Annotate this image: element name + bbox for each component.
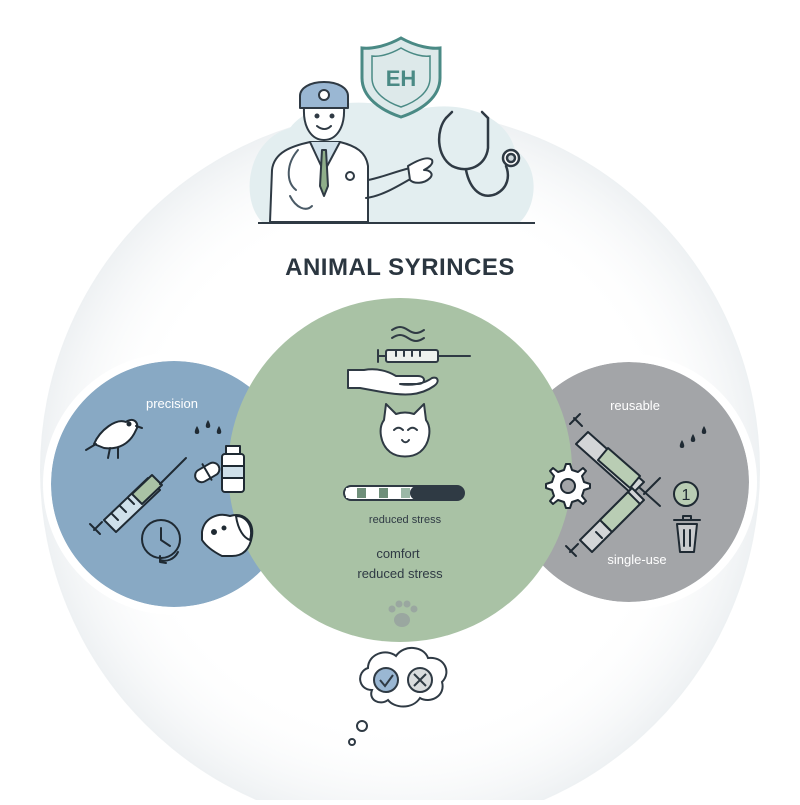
stress-bar-segment (390, 488, 399, 498)
stress-bar-segment (346, 488, 355, 498)
pill-icon (194, 461, 221, 484)
stress-bar-segment (368, 488, 377, 498)
stress-bar-segments (346, 488, 410, 498)
paw-icon (388, 600, 418, 627)
comfort-text: comfort (376, 546, 420, 561)
hand-icon (347, 368, 439, 396)
stress-bar-segment (401, 488, 410, 498)
stress-bar-label: reduced stress (368, 514, 442, 526)
waves-icon (391, 326, 425, 342)
clock-icon (141, 519, 181, 564)
single-use-label: single-use (607, 552, 667, 567)
drops-icon (194, 420, 222, 434)
vial-icon (221, 445, 245, 493)
center-icons (347, 326, 471, 627)
number-badge: 1 (673, 481, 699, 507)
left-icons (85, 418, 254, 564)
page-title: ANIMAL SYRINCES (285, 254, 515, 281)
drops-icon (679, 426, 707, 448)
syringe-icon (565, 477, 661, 557)
veterinarian-icon (269, 81, 434, 223)
badge-number: 1 (682, 487, 691, 504)
reduced-stress-text: reduced stress (357, 566, 443, 581)
shield-icon: EH (360, 36, 442, 119)
syringe-icon (377, 349, 471, 363)
syringe-icon (89, 457, 187, 535)
stress-bar-dark-fill (410, 486, 464, 500)
header-scene: EH (249, 36, 535, 224)
stethoscope-icon (438, 110, 521, 197)
thought-bubble-icon (348, 647, 448, 746)
dog-icon (201, 513, 254, 557)
trash-icon (673, 515, 701, 553)
cross-icon (407, 667, 433, 693)
stress-bar-segment (357, 488, 366, 498)
bird-icon (85, 418, 143, 459)
cat-icon (379, 403, 431, 458)
reusable-label: reusable (610, 398, 660, 413)
right-icons: 1 (545, 413, 707, 557)
shield-text: EH (386, 66, 417, 91)
stress-bar-segment (379, 488, 388, 498)
check-icon (373, 667, 399, 693)
stress-bar (343, 485, 465, 501)
gear-icon (545, 463, 591, 509)
center-circle (228, 298, 572, 642)
precision-label: precision (145, 396, 199, 411)
